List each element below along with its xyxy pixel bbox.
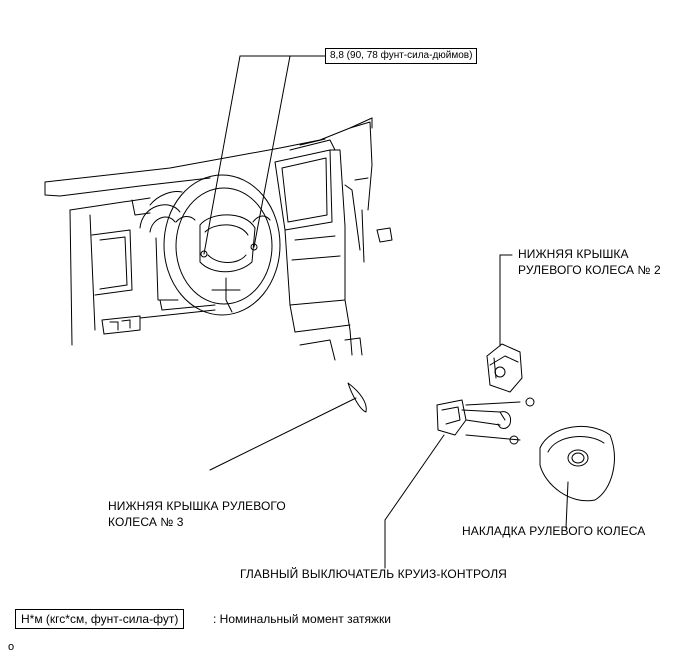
cruise-switch-part	[384, 397, 535, 569]
steering-wheel-pad-part	[539, 425, 615, 529]
dashboard-drawing	[44, 117, 393, 361]
torque-leader-lines	[203, 55, 326, 255]
steering-wheel-drawing	[163, 174, 281, 316]
lower-cover-no2-part	[486, 254, 523, 393]
torque-legend-description: : Номинальный момент затяжки	[213, 612, 391, 626]
steering-wheel-pad-label: НАКЛАДКА РУЛЕВОГО КОЛЕСА	[462, 524, 646, 538]
torque-spec-label: 8,8 (90, 78 фунт-сила-дюймов)	[325, 48, 478, 64]
lower-cover-no3-label-line2: КОЛЕСА № 3	[108, 515, 184, 529]
torque-unit-legend-box: Н*м (кгс*см, фунт-сила-фут)	[15, 609, 185, 629]
lower-cover-no2-label-line1: НИЖНЯЯ КРЫШКА	[518, 247, 629, 261]
lower-cover-no3-part	[209, 382, 367, 471]
cruise-switch-label: ГЛАВНЫЙ ВЫКЛЮЧАТЕЛЬ КРУИЗ-КОНТРОЛЯ	[240, 567, 507, 581]
figure-id: o	[8, 641, 15, 653]
lower-cover-no2-label-line2: РУЛЕВОГО КОЛЕСА № 2	[518, 263, 661, 277]
lower-cover-no3-label-line1: НИЖНЯЯ КРЫШКА РУЛЕВОГО	[108, 499, 286, 513]
